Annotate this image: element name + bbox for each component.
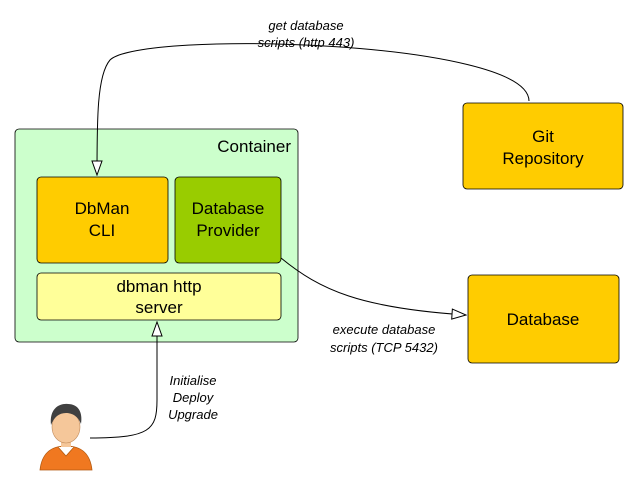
dbman-cli-box xyxy=(36,176,169,264)
edge-user-actions-label-line2: Deploy xyxy=(173,390,215,405)
edge-execute-scripts: execute database scripts (TCP 5432) xyxy=(280,257,466,355)
dbman-cli-label-line1: DbMan xyxy=(75,199,130,218)
user-avatar-icon xyxy=(39,403,93,471)
database-provider-label-line2: Provider xyxy=(196,221,260,240)
edge-get-scripts-label-line2: scripts (http 443) xyxy=(258,35,355,50)
edge-execute-scripts-label-line1: execute database xyxy=(333,322,436,337)
git-repository-label-line2: Repository xyxy=(502,149,584,168)
edge-get-scripts: get database scripts (http 443) xyxy=(97,18,530,175)
http-server-label-line1: dbman http xyxy=(116,277,201,296)
git-repository-node: Git Repository xyxy=(462,102,624,190)
git-repository-box xyxy=(462,102,624,190)
database-provider-box xyxy=(174,176,282,264)
edge-user-actions: Initialise Deploy Upgrade xyxy=(89,322,218,439)
git-repository-label-line1: Git xyxy=(532,127,554,146)
database-box xyxy=(467,274,620,364)
edge-get-scripts-line xyxy=(97,43,530,175)
http-server-node: dbman http server xyxy=(36,272,282,321)
edge-user-actions-line xyxy=(89,322,157,439)
edge-get-scripts-label-line1: get database xyxy=(268,18,343,33)
edge-execute-scripts-label-line2: scripts (TCP 5432) xyxy=(330,340,438,355)
database-node: Database xyxy=(467,274,620,364)
database-label: Database xyxy=(507,310,580,329)
edge-execute-scripts-line xyxy=(280,257,466,315)
edge-user-actions-label-line1: Initialise xyxy=(170,373,217,388)
dbman-cli-label-line2: CLI xyxy=(89,221,115,240)
database-provider-node: Database Provider xyxy=(174,176,282,264)
http-server-label-line2: server xyxy=(135,298,183,317)
container-label: Container xyxy=(217,137,291,156)
database-provider-label-line1: Database xyxy=(192,199,265,218)
edge-user-actions-label-line3: Upgrade xyxy=(168,407,218,422)
user-hair xyxy=(50,403,82,425)
user-collar xyxy=(57,446,75,457)
dbman-cli-node: DbMan CLI xyxy=(36,176,169,264)
http-server-box xyxy=(36,272,282,321)
